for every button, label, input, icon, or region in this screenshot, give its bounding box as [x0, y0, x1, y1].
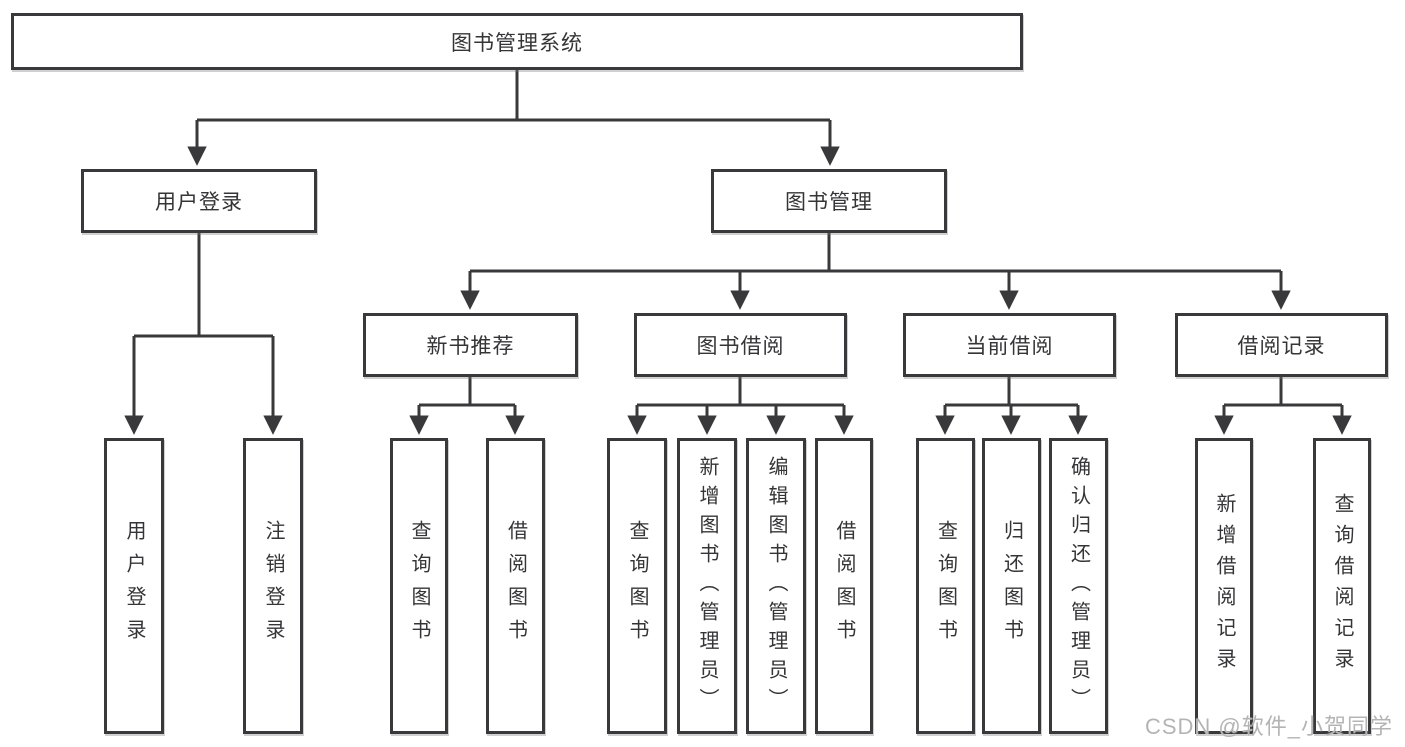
- node-borrow-record-label: 借阅记录: [1237, 335, 1326, 358]
- node-book-management-label: 图书管理: [785, 191, 873, 214]
- node-book-borrow: 图书借阅: [634, 313, 847, 377]
- current-borrow-split-line: [945, 377, 1078, 407]
- root-split-line: [197, 70, 830, 122]
- node-new-book-recommend-label: 新书推荐: [426, 335, 515, 358]
- node-root-system: 图书管理系统: [11, 13, 1023, 70]
- book-management-split-line: [470, 233, 1281, 273]
- leaf-add-borrow-record-label: 新增借阅记录: [1213, 493, 1235, 679]
- leaf-borrow-add-book-admin-label: 新增图书（管理员）: [696, 455, 718, 717]
- node-user-login: 用户登录: [81, 169, 317, 233]
- leaf-borrow-add-book-admin: 新增图书（管理员）: [677, 438, 737, 734]
- node-book-borrow-label: 图书借阅: [696, 335, 785, 358]
- node-current-borrow-label: 当前借阅: [965, 335, 1054, 358]
- book-borrow-split-line: [637, 377, 844, 407]
- leaf-current-query: 查询图书: [916, 438, 975, 734]
- leaf-newbook-query-label: 查询图书: [408, 520, 430, 652]
- node-current-borrow: 当前借阅: [903, 313, 1116, 377]
- leaf-borrow-book: 借阅图书: [815, 438, 873, 734]
- node-book-management: 图书管理: [711, 169, 947, 233]
- leaf-add-borrow-record: 新增借阅记录: [1195, 438, 1253, 734]
- leaf-borrow-edit-book-admin-label: 编辑图书（管理员）: [765, 455, 787, 717]
- leaf-confirm-return-admin-label: 确认归还（管理员）: [1067, 455, 1090, 717]
- leaf-logout: 注销登录: [243, 438, 303, 734]
- node-root-label: 图书管理系统: [451, 31, 583, 55]
- csdn-watermark: CSDN @软件_小贺同学: [1144, 714, 1393, 739]
- user-login-split-line: [134, 233, 273, 338]
- leaf-borrow-query-label: 查询图书: [626, 520, 648, 652]
- leaf-query-borrow-record: 查询借阅记录: [1313, 438, 1371, 734]
- leaf-return-book: 归还图书: [982, 438, 1041, 734]
- leaf-borrow-book-label: 借阅图书: [833, 520, 855, 652]
- leaf-newbook-borrow-label: 借阅图书: [504, 520, 527, 652]
- leaf-newbook-query: 查询图书: [390, 438, 448, 734]
- leaf-borrow-query: 查询图书: [607, 438, 667, 734]
- borrow-record-split-line: [1224, 377, 1342, 407]
- leaf-user-login-label: 用户登录: [123, 520, 145, 652]
- leaf-borrow-edit-book-admin: 编辑图书（管理员）: [746, 438, 806, 734]
- leaf-user-login: 用户登录: [104, 438, 164, 734]
- node-new-book-recommend: 新书推荐: [363, 313, 578, 377]
- leaf-return-book-label: 归还图书: [1000, 520, 1023, 652]
- leaf-query-borrow-record-label: 查询借阅记录: [1331, 493, 1353, 679]
- node-user-login-label: 用户登录: [155, 191, 243, 214]
- new-book-split-line: [419, 377, 515, 407]
- leaf-confirm-return-admin: 确认归还（管理员）: [1049, 438, 1108, 734]
- leaf-logout-label: 注销登录: [262, 520, 284, 652]
- leaf-current-query-label: 查询图书: [934, 520, 957, 652]
- leaf-newbook-borrow: 借阅图书: [486, 438, 545, 734]
- node-borrow-record: 借阅记录: [1175, 313, 1388, 377]
